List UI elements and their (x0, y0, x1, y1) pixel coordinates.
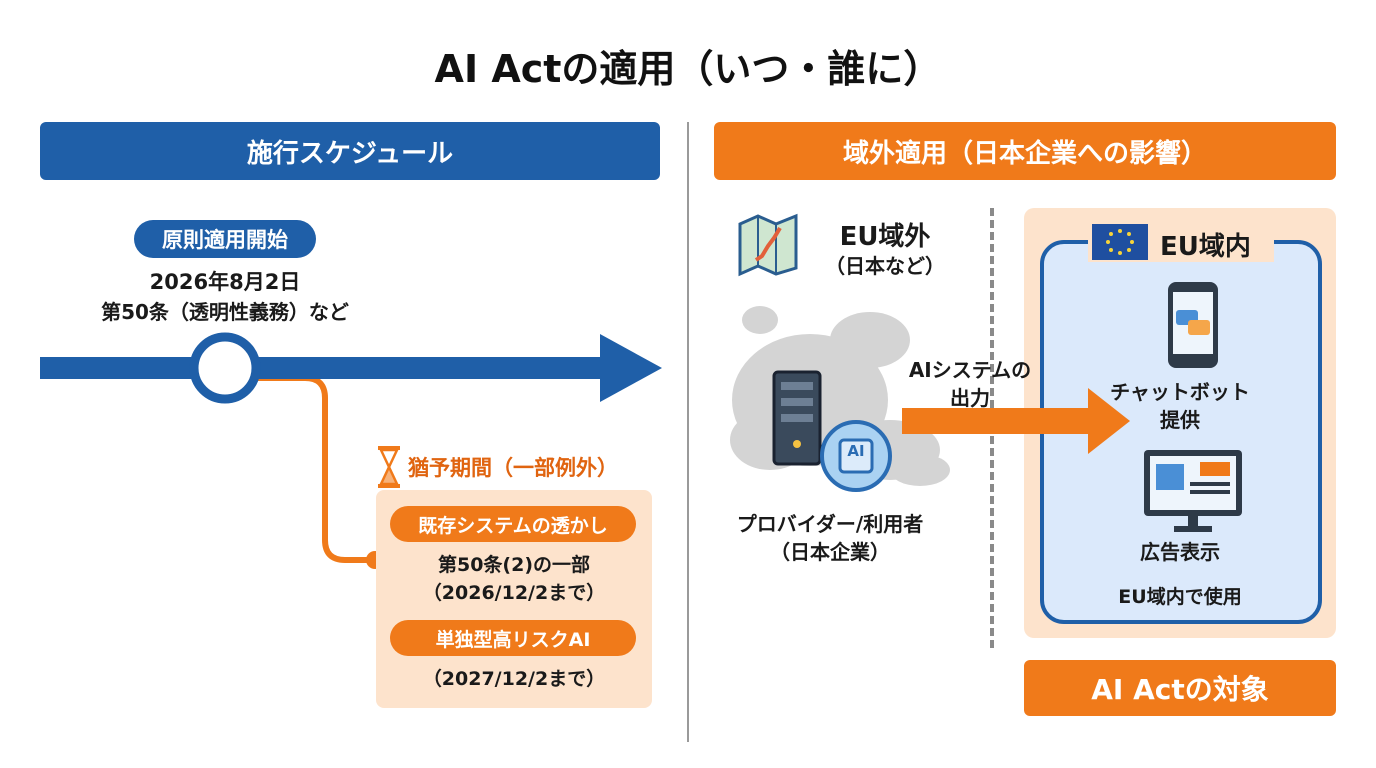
milestone-date: 2026年8月2日 (149, 270, 301, 294)
hourglass-icon (378, 446, 400, 488)
milestone-marker (189, 332, 261, 404)
grace-connector-line (250, 375, 375, 563)
chatbot-label-line1: チャットボット (1110, 380, 1250, 404)
outside-eu-title: EU域外 (839, 222, 931, 252)
chatbot-label-line2: 提供 (1160, 408, 1200, 432)
output-arrow-shaft (902, 408, 1098, 434)
provider-label-line2: （日本企業） (770, 540, 890, 564)
monitor-ad-icon (1144, 450, 1242, 532)
grace-title: 猶予期間（一部例外） (408, 456, 618, 480)
page-title: AI Actの適用（いつ・誰に） (434, 47, 942, 91)
output-arrow-head (1088, 388, 1130, 454)
map-icon (738, 213, 798, 277)
schedule-header: 施行スケジュール (40, 122, 660, 180)
ad-display-label: 広告表示 (1140, 540, 1220, 564)
item-2-line1: （2027/12/2まで） (422, 668, 606, 690)
provider-label-line1: プロバイダー/利用者 (736, 512, 924, 536)
eu-flag-icon (1092, 224, 1148, 260)
timeline-graphic (40, 332, 662, 569)
ai-brain-icon (820, 420, 892, 492)
extraterritorial-header: 域外適用（日本企業への影響） (714, 122, 1336, 180)
ai-act-target-badge: AI Actの対象 (1024, 660, 1336, 716)
output-label-line2: 出力 (950, 386, 990, 410)
item-2-badge: 単独型高リスクAI (390, 620, 636, 656)
smartphone-chat-icon (1168, 282, 1218, 368)
center-divider (687, 122, 689, 742)
output-label-line1: AIシステムの (908, 358, 1032, 382)
timeline-arrow-head (600, 334, 662, 402)
item-1-line2: （2026/12/2まで） (422, 582, 606, 604)
extraterritorial-graphic (730, 213, 1242, 532)
item-1-line1: 第50条(2)の一部 (437, 554, 591, 576)
used-in-eu-label: EU域内で使用 (1118, 586, 1242, 608)
milestone-badge: 原則適用開始 (134, 220, 316, 258)
ai-chip-label: AI (847, 442, 865, 460)
timeline-arrow-shaft (40, 357, 610, 379)
milestone-detail: 第50条（透明性義務）など (101, 300, 349, 324)
outside-eu-subtitle: （日本など） (825, 254, 945, 278)
server-icon (772, 370, 822, 466)
inside-eu-title: EU域内 (1160, 232, 1251, 262)
item-1-badge: 既存システムの透かし (390, 506, 636, 542)
